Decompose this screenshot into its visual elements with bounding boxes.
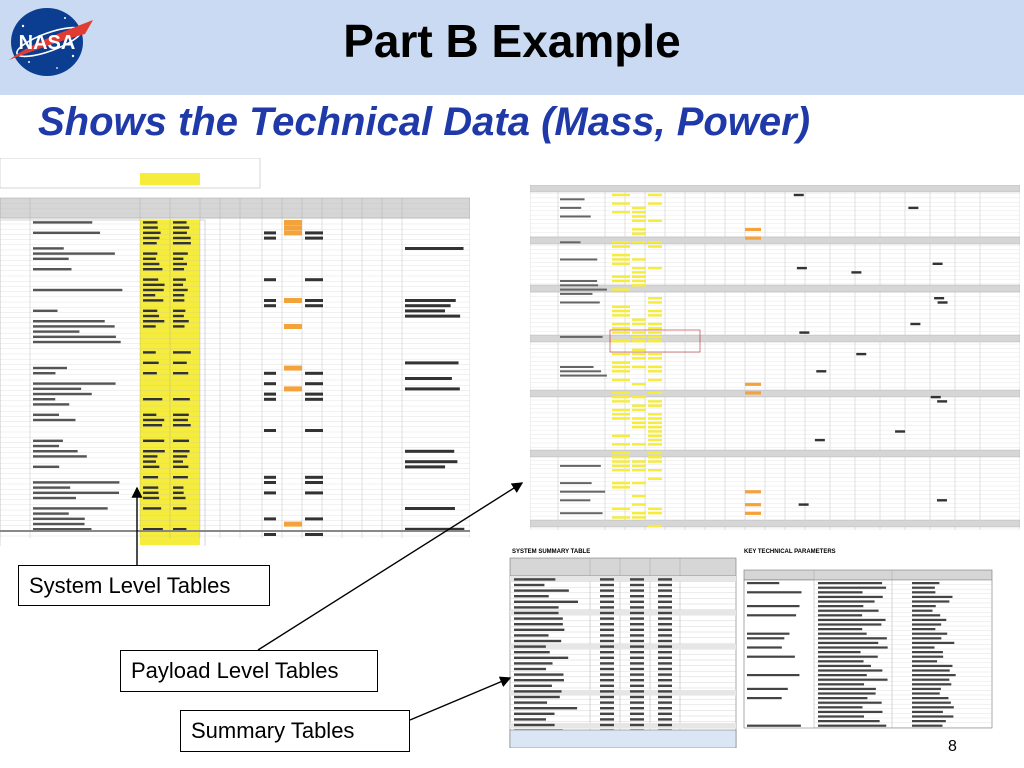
arrow-summary	[409, 676, 512, 721]
page-number: 8	[948, 738, 957, 755]
callout-system-level-tables: System Level Tables	[18, 565, 270, 606]
nasa-logo: NASA	[3, 2, 95, 82]
payload-level-table-thumbnail	[530, 185, 1020, 530]
slide-subtitle: Shows the Technical Data (Mass, Power)	[38, 100, 811, 144]
slide-title: Part B Example	[343, 15, 681, 67]
logo-text: NASA	[19, 32, 76, 54]
system-summary-table-thumbnail: SYSTEM SUMMARY TABLE	[508, 548, 738, 748]
key-technical-parameters-thumbnail: KEY TECHNICAL PARAMETERS	[742, 548, 997, 730]
key-parameters-title: KEY TECHNICAL PARAMETERS	[744, 549, 836, 555]
system-level-table-thumbnail	[0, 158, 470, 546]
callout-summary-tables: Summary Tables	[180, 710, 410, 752]
system-summary-title: SYSTEM SUMMARY TABLE	[512, 549, 591, 555]
callout-payload-level-tables: Payload Level Tables	[120, 650, 378, 692]
header-band	[0, 0, 1024, 95]
